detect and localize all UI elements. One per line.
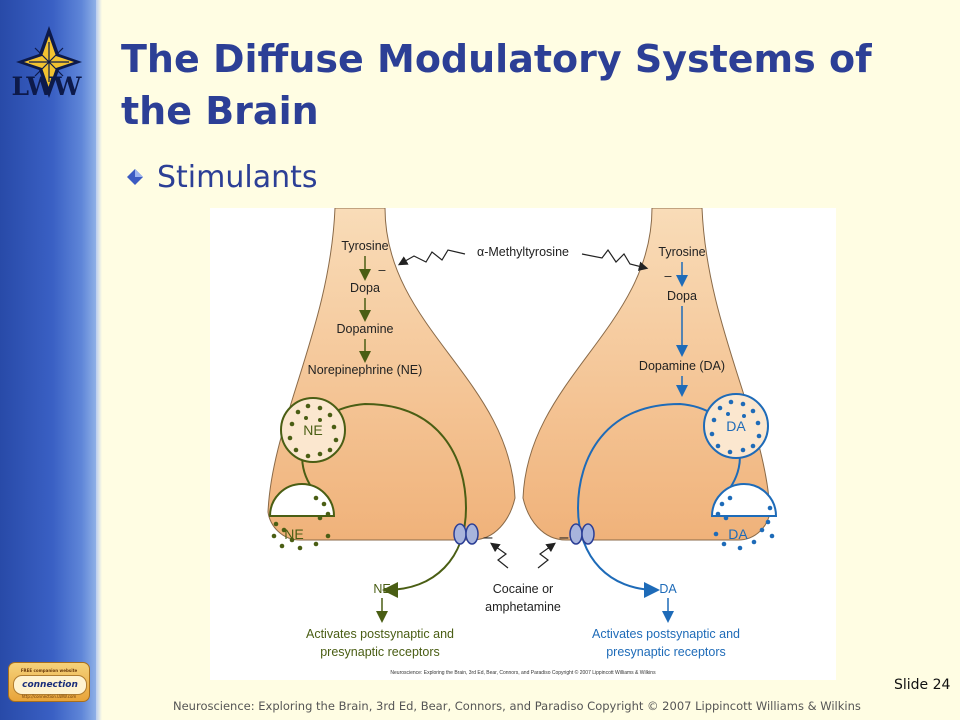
- right-docked-vesicle: [710, 483, 778, 517]
- right-vesicle-dots: [709, 399, 762, 455]
- left-inhibition-minus: –: [379, 263, 386, 277]
- left-vesicle-dots: [287, 403, 339, 459]
- left-receptor-text-2: presynaptic receptors: [320, 645, 440, 659]
- inhibitor-arrow-left: [397, 249, 466, 266]
- right-axon-terminal: [522, 207, 771, 541]
- badge-top-text: FREE companion website: [20, 668, 78, 673]
- badge-main-text: connection: [13, 675, 87, 695]
- copyright-footer: Neuroscience: Exploring the Brain, 3rd E…: [173, 699, 861, 713]
- diamond-bullet-icon: [127, 169, 143, 185]
- logo-text: LWW: [11, 72, 81, 101]
- right-step-dopamine-da: Dopamine (DA): [639, 359, 725, 373]
- badge-url-text: http://connection.LWW.com: [21, 694, 77, 699]
- inhibitor-label: α-Methyltyrosine: [477, 245, 569, 259]
- right-receptor-text-1: Activates postsynaptic and: [592, 627, 740, 641]
- left-released-label: NE: [373, 582, 390, 596]
- left-docked-vesicle-label: NE: [284, 526, 303, 542]
- drug-label-line2: amphetamine: [485, 600, 561, 614]
- slide-title: The Diffuse Modulatory Systems of the Br…: [121, 37, 872, 133]
- left-step-dopamine: Dopamine: [337, 322, 394, 336]
- left-docked-vesicle: [268, 483, 336, 517]
- right-step-dopa: Dopa: [667, 289, 697, 303]
- companion-website-badge[interactable]: FREE companion website connection http:/…: [8, 662, 90, 702]
- right-docked-vesicle-label: DA: [728, 526, 748, 542]
- drug-arrow-left: [490, 542, 509, 569]
- slide-number: Slide 24: [894, 677, 951, 693]
- drug-label-line1: Cocaine or: [493, 582, 553, 596]
- left-step-tyrosine: Tyrosine: [341, 239, 388, 253]
- left-step-norepinephrine: Norepinephrine (NE): [308, 363, 423, 377]
- inhibitor-arrow-right: [581, 248, 649, 271]
- sidebar-edge: [96, 0, 102, 720]
- drug-arrow-right: [537, 542, 556, 569]
- right-transporter-minus: –: [560, 529, 569, 546]
- left-transporter-minus: –: [484, 529, 493, 546]
- right-released-label: DA: [659, 582, 677, 596]
- figure-caption: Neuroscience: Exploring the Brain, 3rd E…: [390, 669, 656, 676]
- left-released-dots: [271, 495, 331, 551]
- left-vesicle-label: NE: [303, 422, 322, 438]
- right-receptor-text-2: presynaptic receptors: [606, 645, 726, 659]
- stimulants-diagram: Tyrosine Dopa Dopamine Norepinephrine (N…: [210, 207, 836, 680]
- right-transporter: [569, 523, 595, 545]
- bullet-stimulants: Stimulants: [157, 160, 318, 195]
- lww-starburst-logo-icon: [16, 26, 82, 98]
- left-step-dopa: Dopa: [350, 281, 380, 295]
- right-inhibition-minus: –: [665, 269, 672, 283]
- left-receptor-text-1: Activates postsynaptic and: [306, 627, 454, 641]
- right-step-tyrosine: Tyrosine: [658, 245, 705, 259]
- sidebar: LWW FREE companion website connection ht…: [0, 0, 96, 720]
- right-vesicle-label: DA: [726, 418, 746, 434]
- right-released-dots: [713, 495, 775, 551]
- left-transporter: [453, 523, 479, 545]
